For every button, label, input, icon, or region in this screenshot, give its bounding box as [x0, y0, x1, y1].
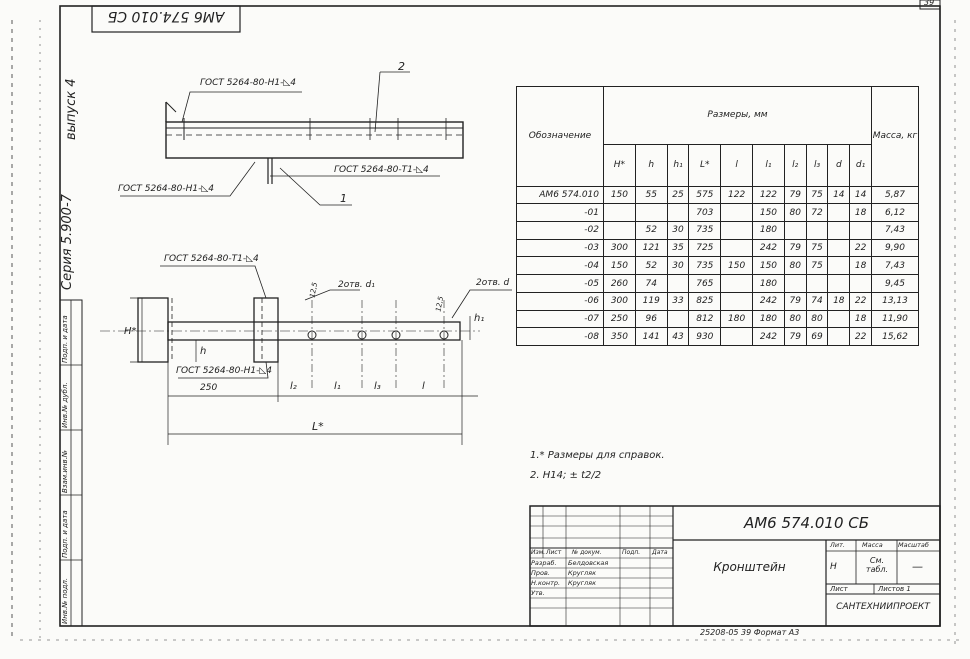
- page-number: 39: [924, 0, 935, 7]
- table-cell-l3: 69: [805, 327, 829, 346]
- callout-1: 1: [340, 192, 347, 205]
- tb-scale-value: —: [912, 560, 923, 573]
- col-designation: Обозначение: [516, 86, 604, 187]
- table-cell-l1: 242: [752, 327, 785, 346]
- table-cell-mass: 15,62: [871, 327, 919, 346]
- weld-label-lower-bottom: ГОСТ 5264-80-Н1-◺4: [176, 366, 272, 376]
- tb-organization: САНТЕХНИИПРОЕКТ: [836, 602, 930, 612]
- col-dimensions: Размеры, мм: [603, 86, 872, 145]
- lower-view: [100, 265, 512, 445]
- tb-name-1: Белдовская: [568, 559, 609, 567]
- weld-label-lower-top: ГОСТ 5264-80-Т1-◺4: [164, 254, 259, 264]
- tb-col-date: Дата: [652, 549, 668, 556]
- weld-label-top-right: ГОСТ 5264-80-Т1-◺4: [334, 165, 429, 175]
- tb-col-sheet: Лист: [546, 549, 562, 556]
- col-sub-header: l₁: [752, 143, 785, 187]
- callout-2: 2: [398, 60, 405, 73]
- dim-250: 250: [200, 383, 218, 393]
- tb-role-2: Пров.: [531, 569, 550, 577]
- tb-role-4: Утв.: [531, 589, 545, 597]
- tb-sheets-label: Листов 1: [878, 585, 911, 593]
- col-sub-header: d₁: [849, 143, 872, 187]
- title-block-code: АМ6 574.010 СБ: [743, 514, 870, 532]
- title-block-name: Кронштейн: [713, 560, 786, 574]
- col-sub-header: l₂: [783, 143, 807, 187]
- tb-mass-label: Масса: [862, 541, 883, 549]
- table-cell-h: 141: [634, 327, 668, 346]
- holes-d1-label: 2отв. d₁: [338, 280, 375, 290]
- dim-l2: l₂: [290, 381, 297, 392]
- tb-name-2: Кругляк: [568, 569, 596, 577]
- tb-sheet-label: Лист: [830, 585, 848, 593]
- note-1: 1.* Размеры для справок.: [530, 450, 665, 461]
- dim-H: H*: [124, 326, 137, 337]
- tb-role-1: Разраб.: [531, 559, 557, 567]
- tb-lit-label: Лит.: [830, 541, 845, 549]
- dim-l1: l₁: [334, 381, 341, 392]
- tb-mass-value: См. табл.: [865, 556, 889, 574]
- tb-col-docno: № докум.: [572, 549, 602, 556]
- bottom-line: 25208-05 39 Формат А3: [700, 628, 800, 637]
- tb-name-3: Кругляк: [568, 579, 596, 587]
- col-mass: Масса, кг: [871, 86, 919, 187]
- table-cell-h: 96: [634, 309, 668, 329]
- tb-lit-value: Н: [830, 562, 837, 572]
- weld-label-mid-left: ГОСТ 5264-80-Н1-◺4: [118, 184, 214, 194]
- weld-label-top-left: ГОСТ 5264-80-Н1-◺4: [200, 78, 296, 88]
- table-cell-h: 74: [634, 274, 668, 293]
- col-sub-header: h: [634, 143, 668, 187]
- dim-h: h: [200, 346, 207, 357]
- dim-l: l: [422, 381, 425, 392]
- table-cell-designation: -08: [516, 327, 604, 346]
- col-sub-header: h₁: [666, 143, 690, 187]
- col-sub-header: H*: [603, 143, 636, 187]
- col-sub-header: l₃: [805, 143, 829, 187]
- top-view: [120, 71, 464, 206]
- table-cell-l2: 79: [783, 327, 807, 346]
- note-2: 2. Н14; ± t2/2: [530, 470, 602, 481]
- tb-role-3: Н.контр.: [531, 579, 561, 587]
- tb-col-change: Изм.: [531, 549, 546, 556]
- tb-scale-label: Масштаб: [898, 541, 929, 549]
- dim-L: L*: [312, 420, 324, 433]
- table-cell-designation: -01: [516, 203, 604, 223]
- tb-col-sign: Подп.: [622, 549, 641, 556]
- dim-h1: h₁: [474, 313, 485, 324]
- col-sub-header: d: [827, 143, 851, 187]
- holes-d-label: 2отв. d: [476, 278, 510, 288]
- dim-l3: l₃: [374, 381, 381, 392]
- table-cell-H: 350: [603, 327, 636, 346]
